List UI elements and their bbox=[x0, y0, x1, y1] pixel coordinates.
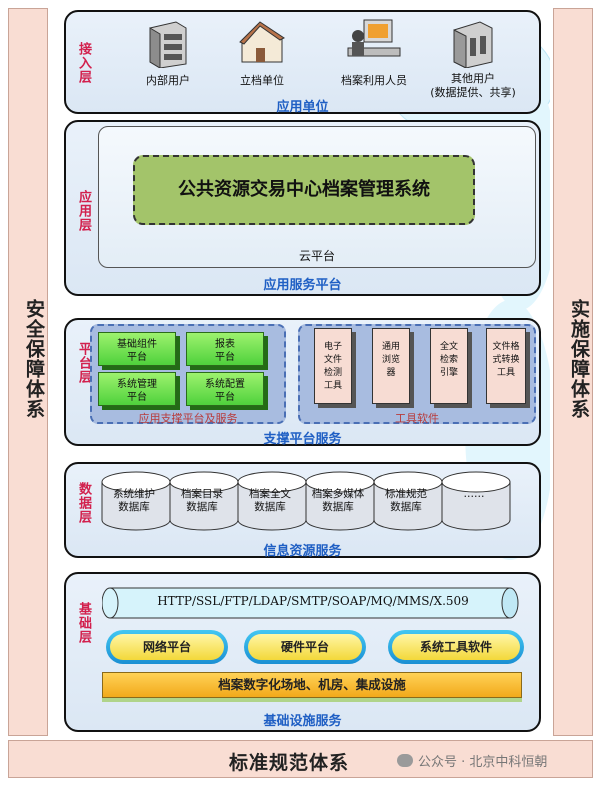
access-layer-label: 接入层 bbox=[76, 42, 91, 84]
access-layer: 接入层 内部用户 立档单位 档案利用人员 其他用户 (数据提供、共享) 应用单位 bbox=[64, 10, 541, 115]
platform-layer-label: 平台层 bbox=[76, 342, 91, 384]
database-1: 档案目录 数据库 bbox=[168, 470, 239, 531]
base-layer-label: 基础层 bbox=[76, 602, 91, 644]
workstation-icon bbox=[347, 19, 401, 57]
database-label: 档案全文 数据库 bbox=[249, 488, 291, 513]
support-platform-group: 基础组件 平台 报表 平台 系统管理 平台 系统配置 平台 应用支撑平台及服务 bbox=[90, 324, 286, 425]
database-label: 档案多媒体 数据库 bbox=[311, 488, 365, 513]
database-label: 系统维护 数据库 bbox=[113, 488, 155, 513]
data-layer-label: 数据层 bbox=[76, 482, 91, 524]
database-5: …… bbox=[440, 470, 511, 531]
protocol-text: HTTP/SSL/FTP/LDAP/SMTP/SOAP/MQ/MMS/X.509 bbox=[157, 594, 469, 608]
platform-layer-footer: 支撑平台服务 bbox=[263, 432, 342, 447]
standards-bar-label: 标准规范体系 bbox=[229, 752, 350, 774]
standards-bar: 标准规范体系 公众号 · 北京中科恒朝 bbox=[8, 740, 593, 778]
application-layer-footer: 应用服务平台 bbox=[263, 278, 342, 293]
support-item-system-config: 系统配置 平台 bbox=[186, 372, 264, 406]
platform-layer: 平台层 基础组件 平台 报表 平台 系统管理 平台 系统配置 平台 应用支撑平台… bbox=[64, 318, 541, 447]
base-layer-footer: 基础设施服务 bbox=[263, 714, 342, 729]
system-title-box: 公共资源交易中心档案管理系统 bbox=[133, 155, 475, 225]
database-cylinder-icon bbox=[305, 471, 375, 531]
security-pillar-label: 安全保障体系 bbox=[23, 299, 45, 419]
data-layer: 数据层 系统维护 数据库 档案目录 数据库 档案全文 数据库档案多媒体 数据库标准规… bbox=[64, 462, 541, 559]
support-item-base-components: 基础组件 平台 bbox=[98, 332, 176, 366]
pill-network-platform-label: 网络平台 bbox=[110, 634, 224, 660]
database-2: 档案全文 数据库 bbox=[236, 470, 307, 531]
house-icon bbox=[239, 21, 285, 63]
tool-format-converter: 文件格 式转换 工具 bbox=[486, 328, 526, 404]
facility-bar: 档案数字化场地、机房、集成设施 bbox=[102, 672, 522, 698]
support-platform-title: 应用支撑平台及服务 bbox=[138, 412, 238, 425]
cloud-platform-label: 云平台 bbox=[298, 249, 335, 263]
user-filing-unit: 立档单位 bbox=[240, 74, 284, 87]
implementation-pillar: 实施保障体系 bbox=[553, 8, 593, 736]
database-label: 标准规范 数据库 bbox=[385, 488, 427, 513]
database-cylinder-icon bbox=[441, 471, 511, 531]
protocol-pipe bbox=[102, 587, 519, 619]
support-item-system-management: 系统管理 平台 bbox=[98, 372, 176, 406]
user-internal: 内部用户 bbox=[146, 74, 190, 87]
pill-hardware-platform-label: 硬件平台 bbox=[248, 634, 362, 660]
user-other: 其他用户 (数据提供、共享) bbox=[430, 72, 516, 99]
application-layer-label: 应用层 bbox=[76, 190, 91, 232]
tools-title: 工具软件 bbox=[395, 412, 439, 425]
implementation-pillar-label: 实施保障体系 bbox=[568, 299, 590, 419]
access-layer-footer: 应用单位 bbox=[276, 100, 329, 115]
watermark: 公众号 · 北京中科恒朝 bbox=[397, 751, 547, 770]
pill-system-tools-label: 系统工具软件 bbox=[392, 634, 520, 660]
database-0: 系统维护 数据库 bbox=[100, 470, 171, 531]
wechat-icon bbox=[397, 754, 413, 767]
pill-system-tools: 系统工具软件 bbox=[388, 630, 524, 664]
tool-browser: 通用 浏览 器 bbox=[372, 328, 410, 404]
database-4: 标准规范 数据库 bbox=[372, 470, 443, 531]
facility-text: 档案数字化场地、机房、集成设施 bbox=[218, 677, 406, 692]
cloud-platform-box: 公共资源交易中心档案管理系统 云平台 bbox=[98, 126, 536, 268]
tools-group: 电子 文件 检测 工具 通用 浏览 器 全文 检索 引擎 文件格 式转换 工具 … bbox=[298, 324, 536, 425]
database-cylinder-icon bbox=[373, 471, 443, 531]
system-title: 公共资源交易中心档案管理系统 bbox=[178, 179, 430, 200]
database-label: …… bbox=[463, 488, 485, 500]
user-archive-users: 档案利用人员 bbox=[341, 74, 407, 87]
tool-search-engine: 全文 检索 引擎 bbox=[430, 328, 468, 404]
support-item-reports: 报表 平台 bbox=[186, 332, 264, 366]
server-icon bbox=[149, 21, 187, 68]
building-icon bbox=[453, 21, 493, 68]
security-pillar: 安全保障体系 bbox=[8, 8, 48, 736]
database-3: 档案多媒体 数据库 bbox=[304, 470, 375, 531]
application-layer: 应用层 公共资源交易中心档案管理系统 云平台 应用服务平台 bbox=[64, 120, 541, 296]
pill-network-platform: 网络平台 bbox=[106, 630, 228, 664]
watermark-text: 公众号 · 北京中科恒朝 bbox=[418, 755, 548, 770]
data-layer-footer: 信息资源服务 bbox=[263, 544, 342, 559]
base-layer: 基础层 HTTP/SSL/FTP/LDAP/SMTP/SOAP/MQ/MMS/X… bbox=[64, 572, 541, 732]
database-label: 档案目录 数据库 bbox=[181, 488, 223, 513]
tool-file-checker: 电子 文件 检测 工具 bbox=[314, 328, 352, 404]
pill-hardware-platform: 硬件平台 bbox=[244, 630, 366, 664]
